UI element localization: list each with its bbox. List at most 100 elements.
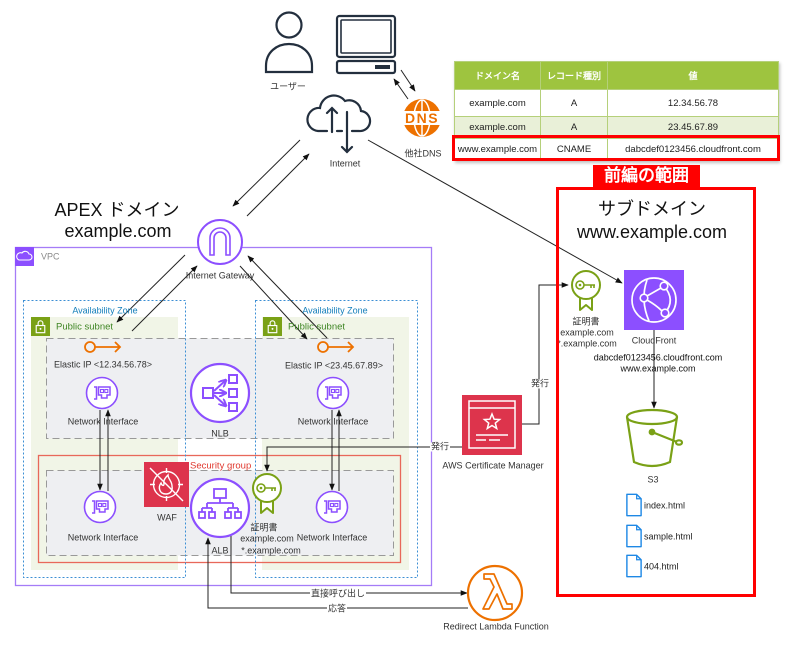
edge-label-issue-alb: 発行 — [429, 441, 451, 452]
s3-label: S3 — [647, 474, 659, 485]
vpc-label: VPC — [41, 251, 60, 262]
cloudfront-certificate-title: 証明書 — [572, 316, 600, 327]
edge-acm-to-alb-cert — [264, 446, 462, 472]
subnet-lock-icon — [31, 317, 50, 336]
security-group-label: Security group — [190, 460, 252, 472]
cell-domain: example.com — [454, 89, 541, 117]
dns-icon: DNS — [400, 99, 444, 137]
edge-igw-to-eip-right — [239, 265, 308, 340]
cell-record-type: CNAME — [540, 138, 608, 161]
apex-domain: example.com — [64, 221, 172, 241]
cloudfront-certificate-icon — [571, 270, 601, 311]
internet-label: Internet — [329, 158, 361, 169]
vpc-icon — [15, 247, 34, 266]
cloudfront-label: CloudFront — [631, 335, 677, 346]
table-row: example.com A 23.45.67.89 — [454, 116, 779, 139]
alb-certificate-domain: example.com — [240, 533, 294, 544]
dns-glyph: DNS — [405, 110, 439, 126]
edge-dns-to-pc — [393, 78, 409, 100]
network-interface-label: Network Interface — [67, 416, 139, 427]
network-interface-label: Network Interface — [297, 416, 369, 427]
edge-igw-to-internet — [246, 153, 310, 217]
dns-record-table: ドメイン名 レコード種別 値 example.com A 12.34.56.78… — [454, 61, 779, 161]
subnet-lock-icon — [263, 317, 282, 336]
network-interface-icon — [316, 376, 350, 410]
elastic-ip-label-right: Elastic IP <23.45.67.89> — [285, 360, 383, 371]
az-label-right: Availability Zone — [302, 305, 368, 316]
column-header-domain: ドメイン名 — [454, 61, 541, 90]
az-label-left: Availability Zone — [72, 305, 138, 316]
edge-label-invoke: 直接呼び出し — [309, 588, 367, 599]
user-icon — [264, 11, 314, 74]
waf-icon — [144, 462, 189, 507]
certificate-manager-icon — [462, 395, 522, 455]
cell-value: 12.34.56.78 — [607, 89, 779, 117]
nlb-label: NLB — [211, 428, 229, 439]
internet-cloud-icon — [306, 94, 372, 154]
igw-label: Internet Gateway — [185, 270, 255, 281]
cell-value: 23.45.67.89 — [607, 116, 779, 139]
subdomain-domain: www.example.com — [576, 222, 728, 242]
cloudfront-domain: dabcdef0123456.cloudfront.com — [593, 352, 723, 363]
cloudfront-icon — [624, 270, 684, 330]
acm-label: AWS Certificate Manager — [442, 460, 544, 471]
edge-eip-right-to-igw — [247, 255, 328, 339]
cell-value: dabcdef0123456.cloudfront.com — [607, 138, 779, 161]
edge-internet-to-igw — [232, 139, 301, 207]
internet-gateway-icon — [197, 219, 243, 265]
file-icon — [626, 493, 642, 517]
s3-bucket-icon — [625, 408, 684, 468]
nlb-icon — [189, 362, 251, 424]
alb-icon — [189, 477, 251, 539]
edge-acm-to-cloudfront-cert — [522, 282, 569, 425]
scope-label: 前編の範囲 — [593, 165, 700, 187]
file-name: index.html — [644, 500, 686, 511]
user-label: ユーザー — [270, 81, 306, 92]
subnet-label-right: Public subnet — [288, 321, 346, 333]
cloudfront-certificate-domain: example.com — [560, 327, 614, 338]
table-row: example.com A 12.34.56.78 — [454, 89, 779, 117]
availability-zone-left — [23, 300, 186, 578]
alb-certificate-wildcard: *.example.com — [241, 545, 301, 556]
cell-domain: example.com — [454, 116, 541, 139]
subdomain-title: サブドメイン — [598, 199, 706, 219]
network-interface-label: Network Interface — [296, 532, 368, 543]
cloudfront-alias: www.example.com — [620, 363, 696, 374]
table-header-row: ドメイン名 レコード種別 値 — [454, 61, 779, 90]
waf-label: WAF — [157, 512, 177, 523]
alb-certificate-title: 証明書 — [250, 522, 278, 533]
subnet-label-left: Public subnet — [56, 321, 114, 333]
edge-subnet-left-to-igw — [131, 265, 198, 332]
table-row: www.example.com CNAME dabcdef0123456.clo… — [454, 138, 779, 161]
edge-label-issue-cloudfront: 発行 — [529, 378, 551, 389]
dns-label: 他社DNS — [404, 148, 442, 159]
availability-zone-right — [255, 300, 418, 578]
computer-icon — [335, 14, 397, 75]
highlighted-row-frame — [452, 135, 780, 161]
elastic-ip-label-left: Elastic IP <12.34.56.78> — [54, 359, 152, 370]
cell-record-type: A — [540, 89, 608, 117]
apex-title: APEX ドメイン — [54, 200, 180, 220]
lambda-label: Redirect Lambda Function — [443, 621, 549, 632]
network-interface-icon — [315, 490, 349, 524]
edge-internet-to-cloudfront — [367, 139, 623, 284]
edge-label-response: 応答 — [326, 603, 348, 614]
network-interface-icon — [85, 376, 119, 410]
edge-igw-to-subnet-left — [116, 254, 186, 323]
edge-alb-to-lambda — [230, 536, 468, 596]
edge-lambda-to-alb — [205, 537, 468, 609]
edge-pc-to-dns — [400, 69, 416, 92]
file-name: sample.html — [644, 531, 693, 542]
column-header-record-type: レコード種別 — [540, 61, 608, 90]
alb-label: ALB — [211, 545, 229, 556]
file-icon — [626, 524, 642, 548]
column-header-value: 値 — [607, 61, 779, 90]
security-group-box — [37, 454, 402, 564]
network-interface-icon — [83, 490, 117, 524]
network-interface-label: Network Interface — [67, 532, 139, 543]
file-icon — [626, 554, 642, 578]
connectors — [97, 69, 657, 609]
cloudfront-certificate-wildcard: *.example.com — [557, 338, 617, 349]
file-name: 404.html — [644, 561, 679, 572]
